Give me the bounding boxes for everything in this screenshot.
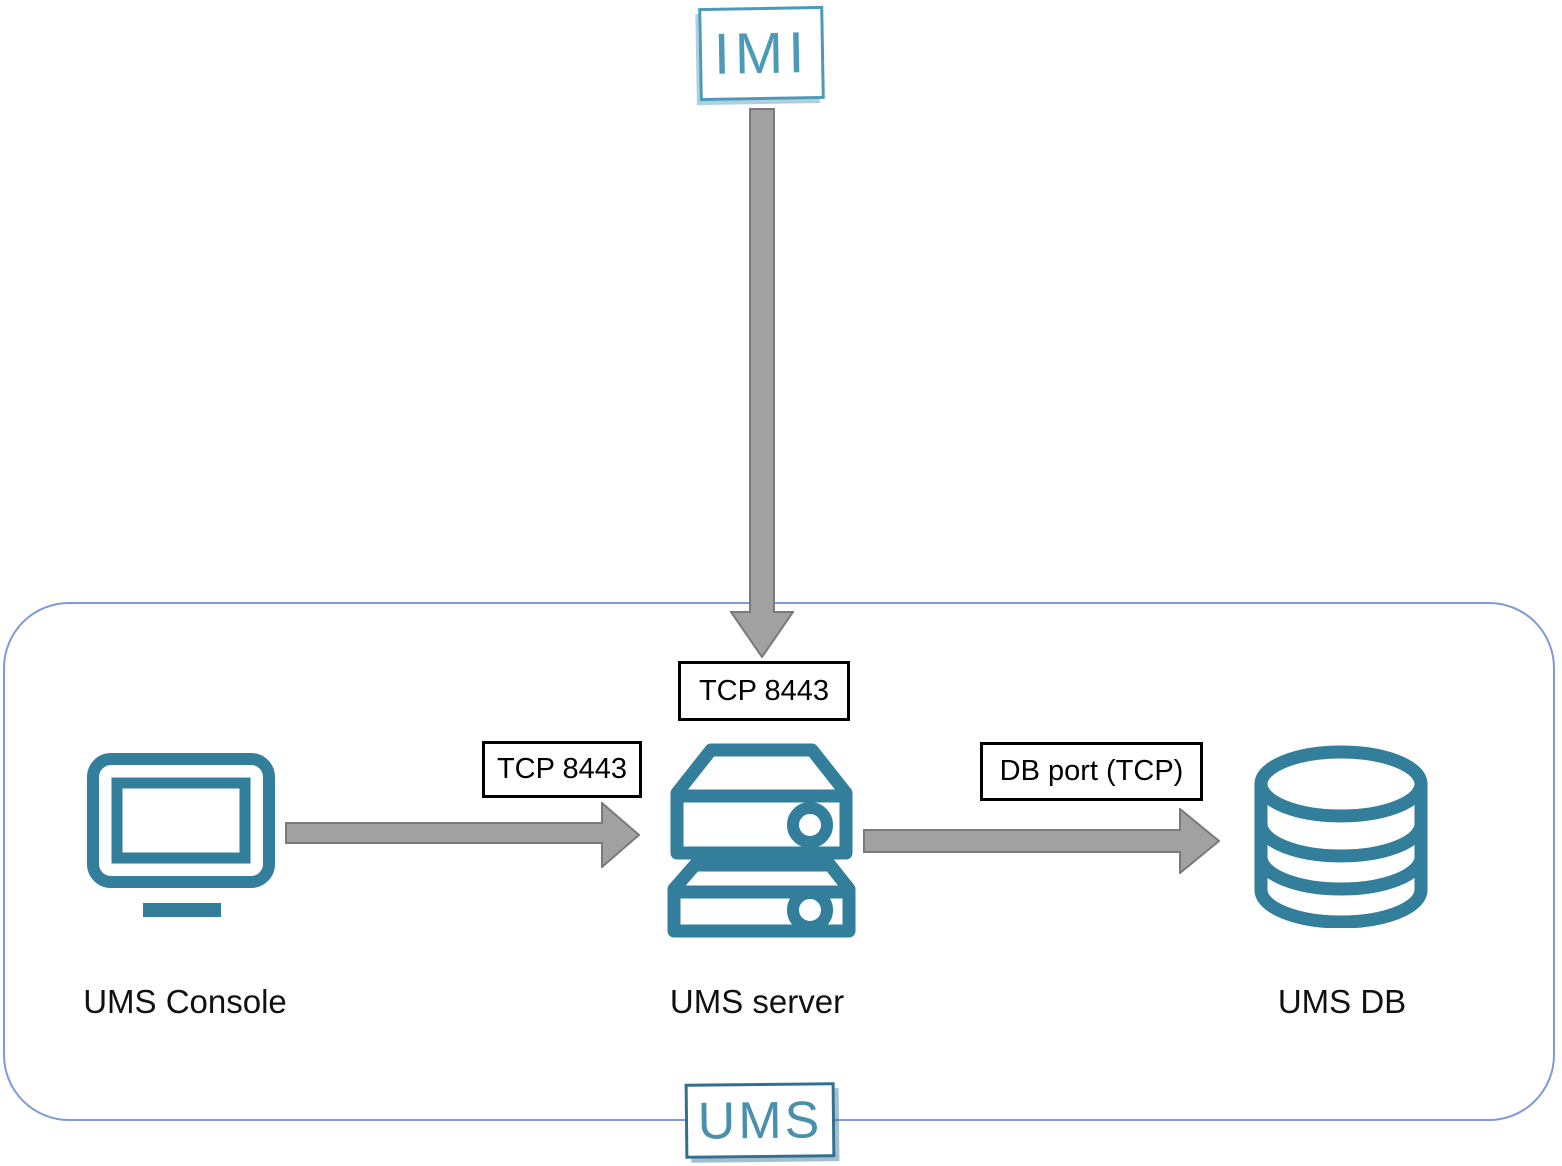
port-label-imi-server: TCP 8443: [678, 661, 850, 721]
ums-group-label: UMS: [697, 1090, 823, 1151]
imi-node-label: IMI: [713, 20, 810, 87]
server-icon: [667, 743, 856, 938]
ums-server-label: UMS server: [669, 983, 845, 1020]
arrow-console-to-server: [285, 802, 640, 868]
port-label-server-db: DB port (TCP): [980, 742, 1203, 801]
database-icon: [1254, 745, 1428, 928]
arrow-imi-to-server: [730, 108, 794, 658]
port-label-text: TCP 8443: [698, 674, 830, 707]
ums-db-label: UMS DB: [1277, 983, 1407, 1020]
imi-node-box: IMI: [698, 5, 825, 102]
ums-console-label: UMS Console: [83, 983, 287, 1020]
port-label-console-server: TCP 8443: [482, 741, 642, 798]
port-label-text: DB port (TCP): [999, 755, 1184, 787]
port-label-text: TCP 8443: [496, 753, 628, 785]
arrow-server-to-db: [863, 808, 1220, 874]
monitor-icon: [87, 753, 275, 917]
ums-group-label-box: UMS: [684, 1082, 836, 1159]
